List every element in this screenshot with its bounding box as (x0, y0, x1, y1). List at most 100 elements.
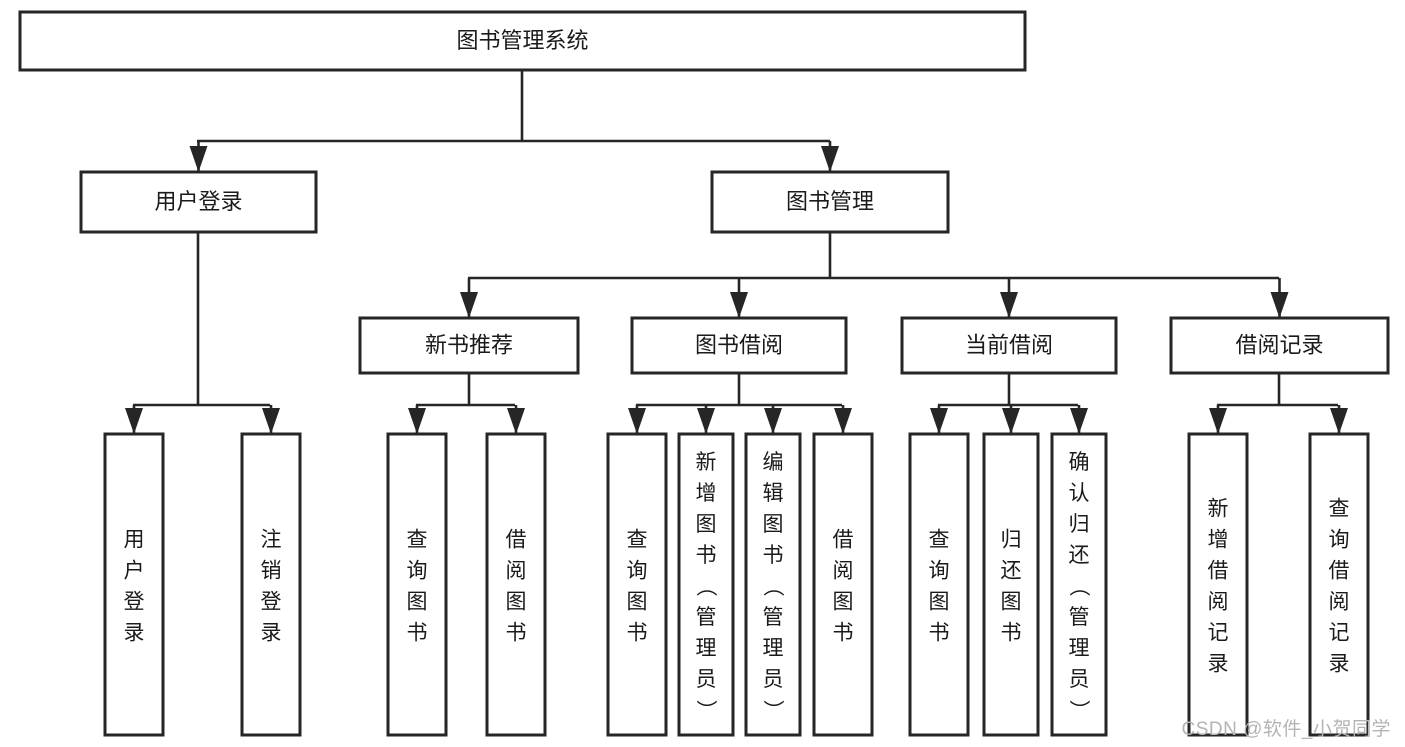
arrow-head-icon (730, 292, 748, 318)
node-label-char: 用 (124, 529, 145, 552)
node-box[interactable] (240, 432, 302, 737)
node-label-char: 管 (1069, 606, 1090, 629)
node-box[interactable] (606, 432, 668, 737)
arrow-head-icon (834, 408, 852, 434)
node-box[interactable] (710, 170, 950, 234)
node-label-char: 确 (1069, 451, 1090, 474)
arrow-head-icon (821, 146, 839, 172)
node-label-char: 编 (763, 451, 784, 474)
node-label: 当前借阅 (965, 332, 1053, 357)
arrow-head-icon (930, 408, 948, 434)
node-label-char: 借 (1208, 560, 1229, 583)
node-label-char: 查 (407, 529, 428, 552)
node-leaf-user-login[interactable]: 用户登录 (103, 432, 165, 737)
node-label-char: 书 (506, 622, 527, 645)
node-label-char: 书 (627, 622, 648, 645)
node-label-char: 阅 (1208, 591, 1229, 614)
node-label-char: 图 (627, 591, 648, 614)
node-box[interactable] (982, 432, 1040, 737)
node-label-char: 登 (261, 591, 282, 614)
arrow-head-icon (1330, 408, 1348, 434)
node-label-char: （ (761, 576, 784, 597)
node-label-char: 录 (124, 622, 145, 645)
arrow-head-icon (1002, 408, 1020, 434)
node-label-char: 书 (929, 622, 950, 645)
node-label-char: 增 (696, 482, 717, 505)
node-label-char: （ (694, 576, 717, 597)
node-label-char: 借 (833, 529, 854, 552)
node-box[interactable] (1050, 432, 1108, 737)
node-bookmgmt[interactable]: 图书管理 (710, 170, 950, 234)
node-login[interactable]: 用户登录 (79, 170, 318, 234)
node-label-char: 增 (1208, 529, 1229, 552)
node-label-char: 归 (1069, 513, 1090, 536)
node-label-char: 录 (261, 622, 282, 645)
node-box[interactable] (103, 432, 165, 737)
node-label-char: 户 (124, 560, 145, 583)
node-label-char: 查 (627, 529, 648, 552)
node-box[interactable] (1187, 432, 1249, 737)
node-newbook[interactable]: 新书推荐 (358, 316, 580, 375)
arrow-head-icon (1070, 408, 1088, 434)
node-label-char: 销 (261, 560, 282, 583)
node-label-char: 录 (1208, 653, 1229, 676)
node-label-char: 新 (1208, 498, 1229, 521)
node-layer: 图书管理系统用户登录图书管理新书推荐图书借阅当前借阅借阅记录用户登录注销登录查询… (18, 10, 1390, 737)
node-label-char: 图 (696, 513, 717, 536)
node-root[interactable]: 图书管理系统 (18, 10, 1027, 72)
node-label-char: 录 (1329, 653, 1350, 676)
arrow-head-icon (460, 292, 478, 318)
node-borrow[interactable]: 图书借阅 (630, 316, 848, 375)
node-label-char: 阅 (506, 560, 527, 583)
node-label-char: 查 (1329, 498, 1350, 521)
node-label-char: ） (1067, 700, 1090, 721)
node-label-char: 图 (763, 513, 784, 536)
node-label-char: 登 (124, 591, 145, 614)
node-label-char: 阅 (1329, 591, 1350, 614)
node-box[interactable] (485, 432, 547, 737)
node-current[interactable]: 当前借阅 (900, 316, 1118, 375)
node-label: 图书管理系统 (456, 28, 588, 53)
node-box[interactable] (630, 316, 848, 375)
node-label-char: 员 (1069, 668, 1090, 691)
arrow-head-icon (189, 146, 208, 172)
node-box[interactable] (1308, 432, 1370, 737)
node-label-char: 新 (696, 451, 717, 474)
arrow-head-icon (1270, 292, 1289, 318)
node-label: 图书借阅 (695, 332, 783, 357)
node-label-char: 记 (1329, 622, 1350, 645)
watermark-text: CSDN @软件_小贺同学 (1181, 719, 1391, 740)
node-box[interactable] (386, 432, 448, 737)
node-label: 图书管理 (786, 189, 874, 214)
node-label-char: 理 (696, 637, 717, 660)
node-box[interactable] (1169, 316, 1390, 375)
node-label-char: ） (761, 700, 784, 721)
node-label-char: 图 (506, 591, 527, 614)
node-record[interactable]: 借阅记录 (1169, 316, 1390, 375)
node-label-char: 图 (1001, 591, 1022, 614)
node-box[interactable] (812, 432, 874, 737)
node-box[interactable] (744, 432, 802, 737)
node-box[interactable] (358, 316, 580, 375)
node-box[interactable] (18, 10, 1027, 72)
node-label-char: 书 (763, 544, 784, 567)
node-box[interactable] (79, 170, 318, 234)
node-label-char: 注 (261, 529, 282, 552)
node-box[interactable] (908, 432, 970, 737)
node-box[interactable] (677, 432, 735, 737)
node-box[interactable] (900, 316, 1118, 375)
node-label-char: 还 (1069, 544, 1090, 567)
